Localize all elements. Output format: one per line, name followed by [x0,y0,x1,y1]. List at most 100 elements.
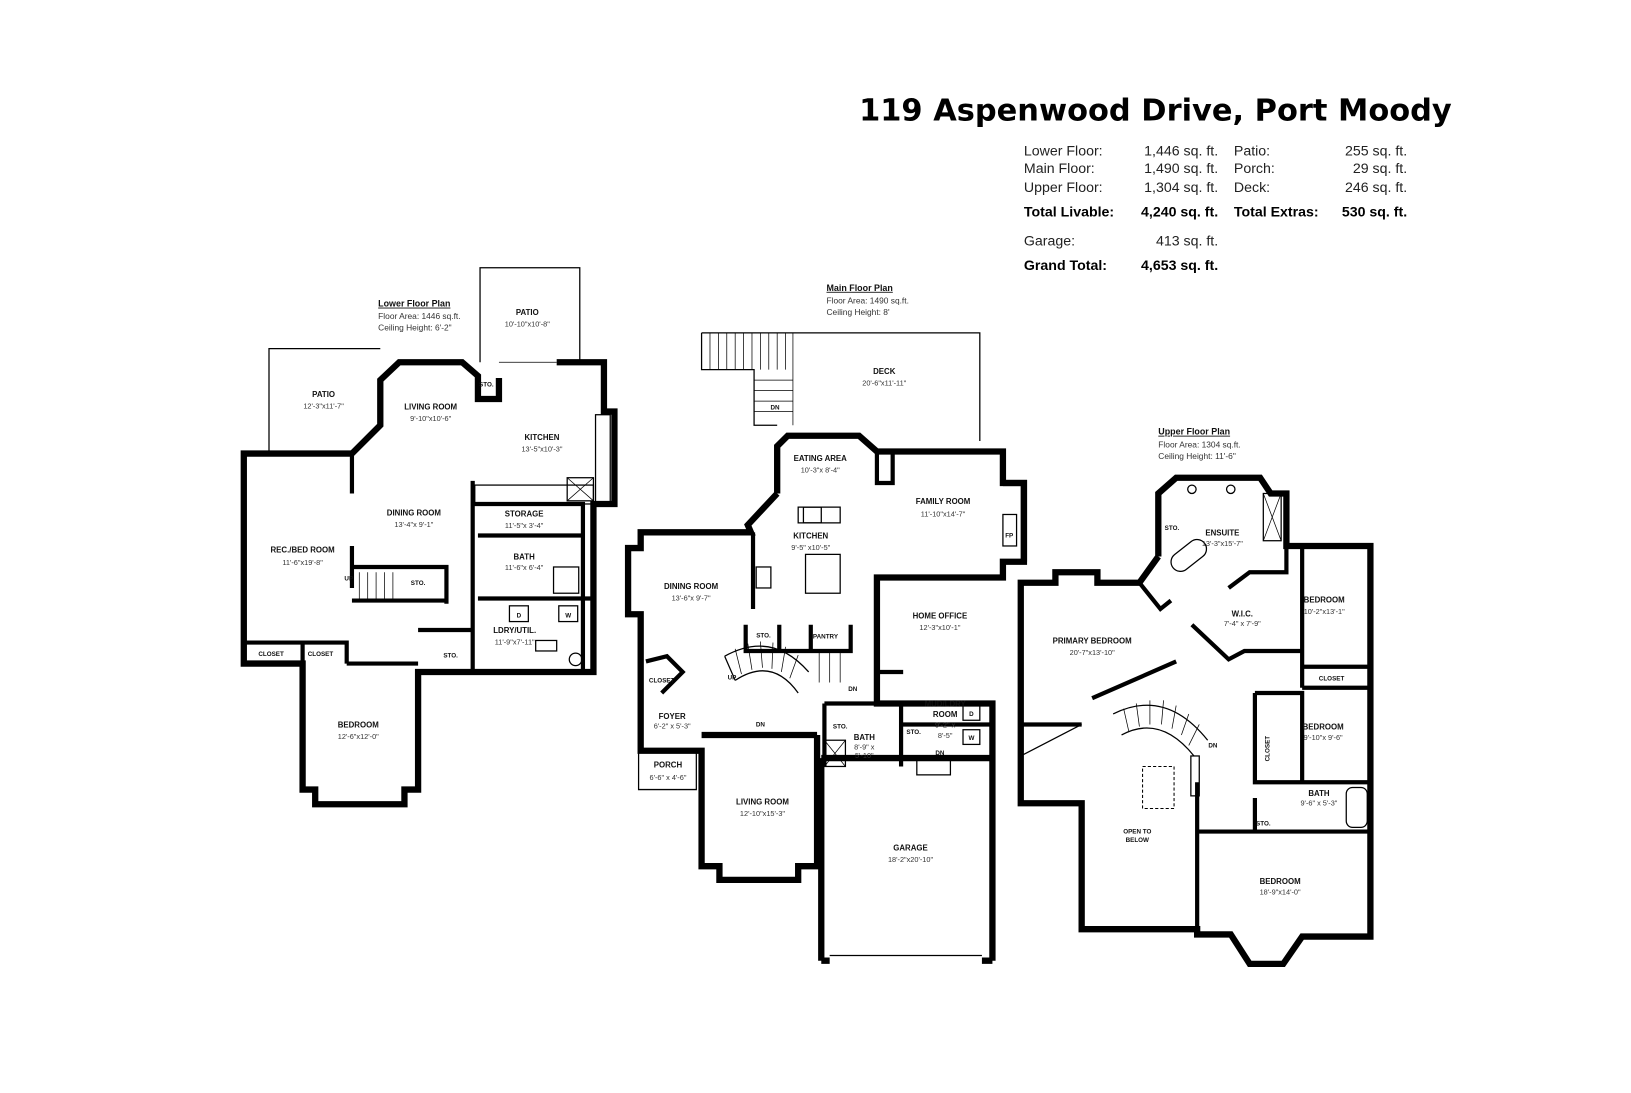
room-name: PORCH [654,761,683,770]
room-name: LDRY/UTIL. [493,626,536,635]
room-dims: 12'-6"x12'-0" [338,732,379,741]
main-floor-plan: Main Floor Plan Floor Area: 1490 sq.ft. … [624,283,1028,964]
room-dims: 9'-5" x10'-5" [791,543,830,552]
room-name: EATING AREA [794,454,848,463]
room-dims: 11'-10"x14'-7" [921,510,966,519]
room-name: MUD/LDRY [925,700,967,709]
storage-label: STO. [443,652,458,659]
room-name: FOYER [659,712,686,721]
closet-label: CLOSET [258,651,284,658]
grand-total-label: Grand Total: [1024,258,1107,274]
room-dims: 9'-2" x [935,721,956,730]
room-dims: 13'-5"x10'-3" [521,444,562,453]
stair-down-label: DN [756,722,766,729]
grand-total-value: 4,653 sq. ft. [1141,258,1218,274]
room-name: LIVING ROOM [404,402,457,411]
garage-label: Garage: [1024,234,1075,250]
room-name: BATH [854,733,876,742]
dryer-label: D [969,711,974,718]
lower-floor-plan: Lower Floor Plan Floor Area: 1446 sq.ft.… [240,267,618,808]
storage-label: STO. [1256,820,1271,827]
main-floor-heading: Main Floor Plan [827,283,893,293]
room-dims: 12'-3"x11'-7" [303,401,344,410]
lower-room-labels: PATIO 10'-10"x10'-8" PATIO 12'-3"x11'-7"… [258,308,571,741]
room-name: PATIO [516,308,539,317]
room-name: KITCHEN [793,532,828,541]
room-dims: 10'-10"x10'-8" [505,320,550,329]
upper-floor-plan: Upper Floor Plan Floor Area: 1304 sq.ft.… [1017,427,1374,968]
room-name: HOME OFFICE [913,611,968,620]
summary-value: 255 sq. ft. [1345,143,1407,159]
stair-down-label: DN [771,404,781,411]
room-name: PATIO [312,390,335,399]
room-name: BEDROOM [1303,723,1344,732]
upper-walls [1017,474,1374,968]
room-dims: 6'-6" x 4'-6" [650,773,687,782]
room-name: PRIMARY BEDROOM [1053,637,1132,646]
closet-label: CLOSET [649,677,675,684]
summary-label: Main Floor: [1024,161,1095,177]
total-livable-label: Total Livable: [1024,204,1114,220]
summary-value: 246 sq. ft. [1345,180,1407,196]
storage-label: STO. [756,632,771,639]
summary-value: 29 sq. ft. [1353,161,1407,177]
room-dims: 5'-10" [855,751,874,760]
room-dims: 11'-6"x19'-8" [282,558,323,567]
room-dims: 8'-9" x [854,743,875,752]
total-extras-label: Total Extras: [1234,204,1319,220]
room-name: KITCHEN [525,433,560,442]
room-dims: 11'-5"x 3'-4" [505,521,544,530]
washer-label: W [968,735,974,742]
room-dims: 8'-5" [938,731,953,740]
total-extras-value: 530 sq. ft. [1342,204,1407,220]
storage-label: STO. [1165,525,1180,532]
summary-label: Deck: [1234,180,1270,196]
room-dims: 13'-3"x15'-7" [1202,539,1243,548]
room-dims: 10'-3"x 8'-4" [801,465,840,474]
room-dims: 10'-2"x13'-1" [1304,607,1345,616]
room-dims: 9'-10"x10'-6" [410,414,451,423]
stair-up-label: UP [728,674,737,681]
room-name: DINING ROOM [664,582,719,591]
summary-value: 1,490 sq. ft. [1144,161,1218,177]
room-name: LIVING ROOM [736,797,789,806]
room-name: W.I.C. [1232,609,1253,618]
main-floor-area: Floor Area: 1490 sq.ft. [827,295,909,305]
closet-label: CLOSET [1319,675,1345,682]
summary-value: 1,304 sq. ft. [1144,180,1218,196]
main-walls [624,332,1028,964]
room-dims: 13'-4"x 9'-1" [394,520,433,529]
lower-floor-heading: Lower Floor Plan [378,299,450,309]
room-dims: 18'-2"x20'-10" [888,855,933,864]
fireplace-label: FP [1005,533,1013,540]
upper-room-labels: ENSUITE 13'-3"x15'-7" BEDROOM 10'-2"x13'… [1053,525,1346,896]
lower-walls [240,267,618,808]
open-to-below-label: BELOW [1126,837,1149,844]
room-dims: 6'-2" x 5'-3" [654,722,691,731]
room-dims: 20'-7"x13'-10" [1070,648,1115,657]
summary-label: Lower Floor: [1024,143,1103,159]
room-name: FAMILY ROOM [916,497,971,506]
room-name: GARAGE [893,843,928,852]
room-dims: 9'-10"x 9'-6" [1304,733,1343,742]
open-to-below-label: OPEN TO [1123,829,1151,836]
summary-label: Upper Floor: [1024,180,1103,196]
stair-down-label: DN [1208,743,1218,750]
room-dims: 20'-6"x11'-11" [862,378,906,387]
lower-floor-area: Floor Area: 1446 sq.ft. [378,311,460,321]
summary-value: 1,446 sq. ft. [1144,143,1218,159]
upper-floor-ceiling: Ceiling Height: 11'-6" [1158,451,1236,461]
upper-floor-heading: Upper Floor Plan [1158,427,1230,437]
room-dims: 18'-9"x14'-0" [1260,888,1301,897]
room-name: ENSUITE [1205,528,1239,537]
area-summary: Lower Floor: 1,446 sq. ft. Main Floor: 1… [1024,143,1407,273]
main-floor-ceiling: Ceiling Height: 8' [827,307,890,317]
room-name: BEDROOM [1260,877,1301,886]
room-name: BEDROOM [338,721,379,730]
room-dims: 11'-6"x 6'-4" [505,563,544,572]
room-dims: 13'-6"x 9'-7" [672,594,711,603]
lower-floor-ceiling: Ceiling Height: 6'-2" [378,323,451,333]
room-dims: 11'-9"x7'-11" [495,638,535,647]
storage-label: STO. [833,724,848,731]
